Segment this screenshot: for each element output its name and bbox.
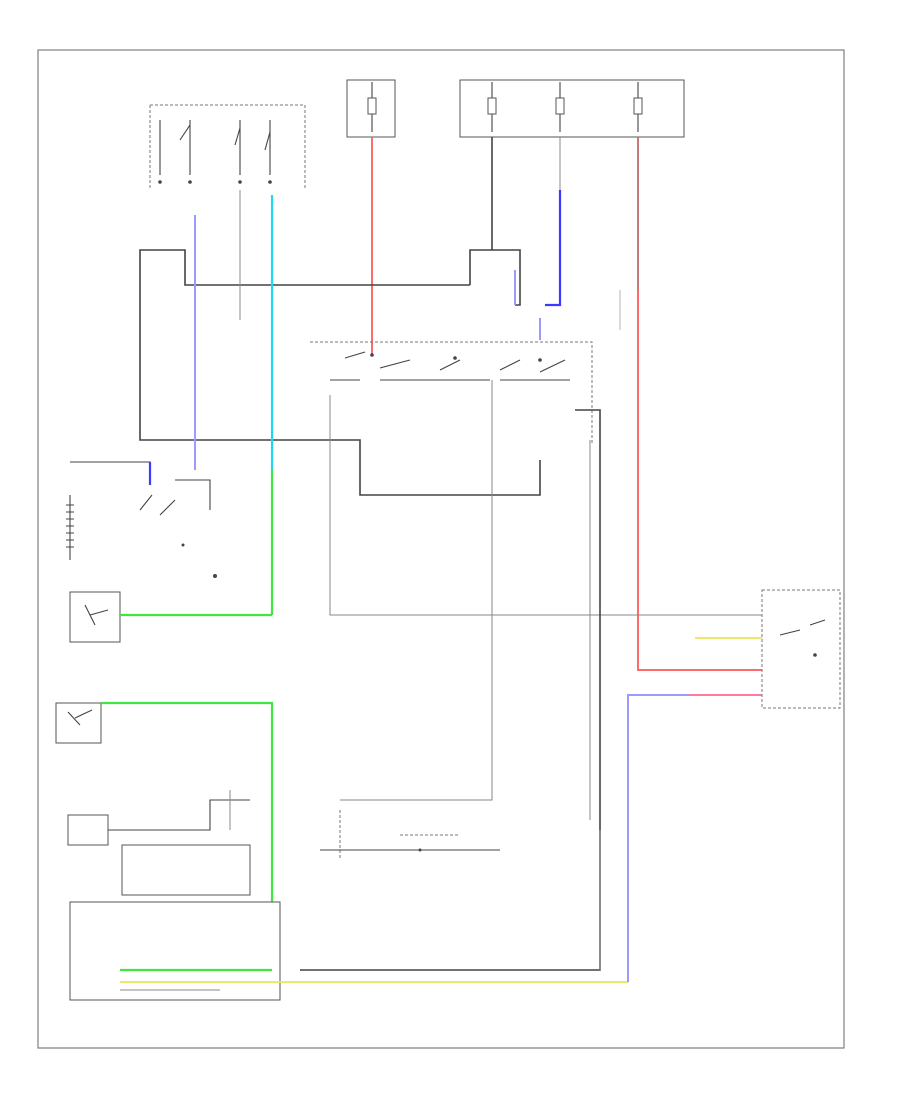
blue-bottom-wire <box>627 694 762 982</box>
blue-fuse-wire <box>545 190 562 307</box>
ecm-block <box>69 901 628 1001</box>
sensor-box <box>67 790 250 846</box>
brake-switch-box <box>69 591 272 643</box>
center-switch-unit <box>300 341 762 971</box>
fuse-box-right <box>459 79 685 138</box>
combination-switch-housing <box>149 104 306 190</box>
red-right-wire <box>637 137 762 671</box>
relay-block <box>139 249 541 496</box>
starter-relay <box>66 461 217 578</box>
small-module <box>121 844 251 896</box>
center-connector <box>320 810 500 860</box>
diagram-frame <box>37 49 845 1049</box>
fuse-box-left <box>346 79 396 138</box>
gray-fuse-wire <box>469 137 493 285</box>
right-switch-module <box>761 589 841 709</box>
